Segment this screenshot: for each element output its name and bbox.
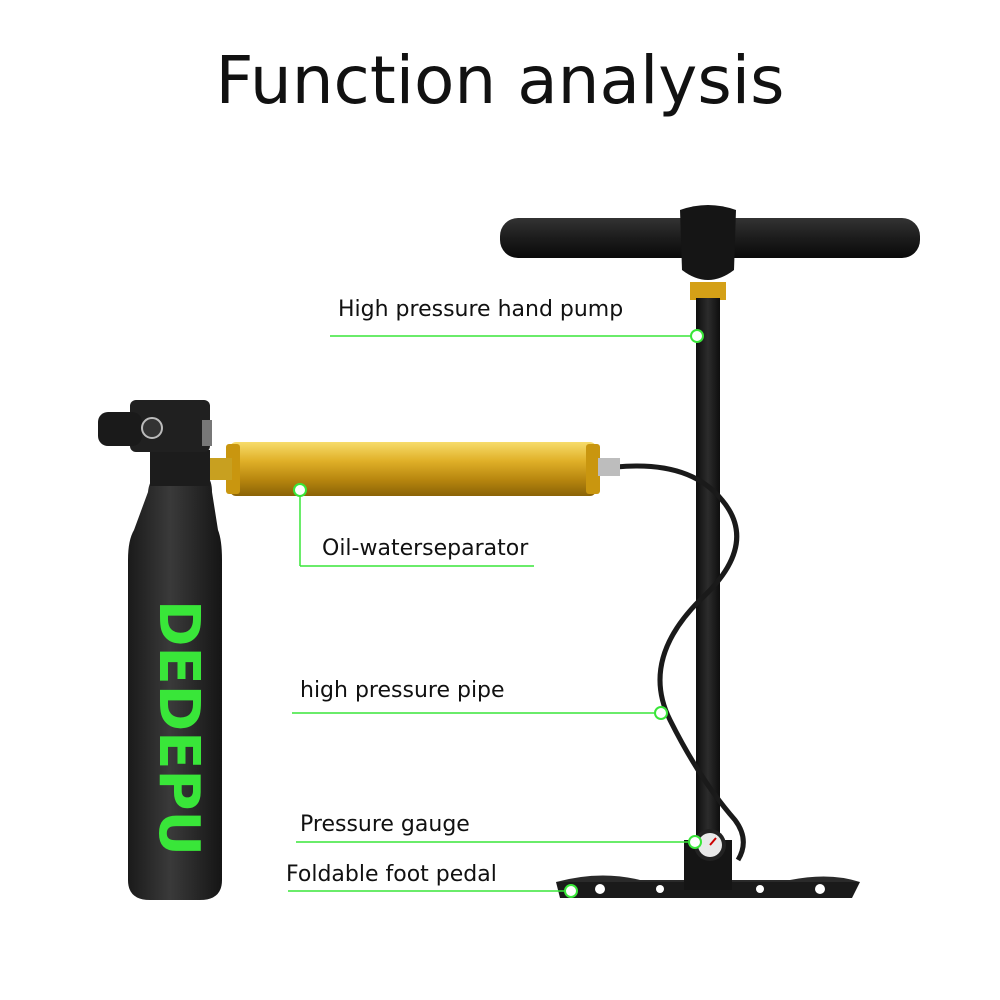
page-title: Function analysis bbox=[215, 42, 785, 119]
callout-oil-water-separator bbox=[293, 483, 534, 567]
label-high-pressure-pipe: high pressure pipe bbox=[300, 678, 505, 703]
label-pressure-gauge: Pressure gauge bbox=[300, 812, 470, 837]
label-foldable-foot-pedal: Foldable foot pedal bbox=[286, 862, 497, 887]
callout-foldable-foot-pedal bbox=[288, 884, 578, 898]
brand-logo: DEDEPU bbox=[146, 600, 211, 856]
label-high-pressure-hand-pump: High pressure hand pump bbox=[338, 297, 624, 322]
scuba-tank: DEDEPU bbox=[98, 400, 222, 900]
high-pressure-pipe bbox=[615, 463, 746, 862]
foot-pedal bbox=[556, 840, 860, 898]
label-oil-water-separator: Oil-waterseparator bbox=[322, 536, 529, 561]
pump-shaft bbox=[696, 298, 720, 838]
pressure-gauge bbox=[694, 829, 726, 861]
oil-water-separator bbox=[204, 442, 620, 496]
callout-high-pressure-hand-pump bbox=[330, 329, 704, 343]
pump-handle bbox=[500, 205, 920, 300]
callout-high-pressure-pipe bbox=[292, 706, 668, 720]
callout-pressure-gauge bbox=[296, 835, 702, 849]
